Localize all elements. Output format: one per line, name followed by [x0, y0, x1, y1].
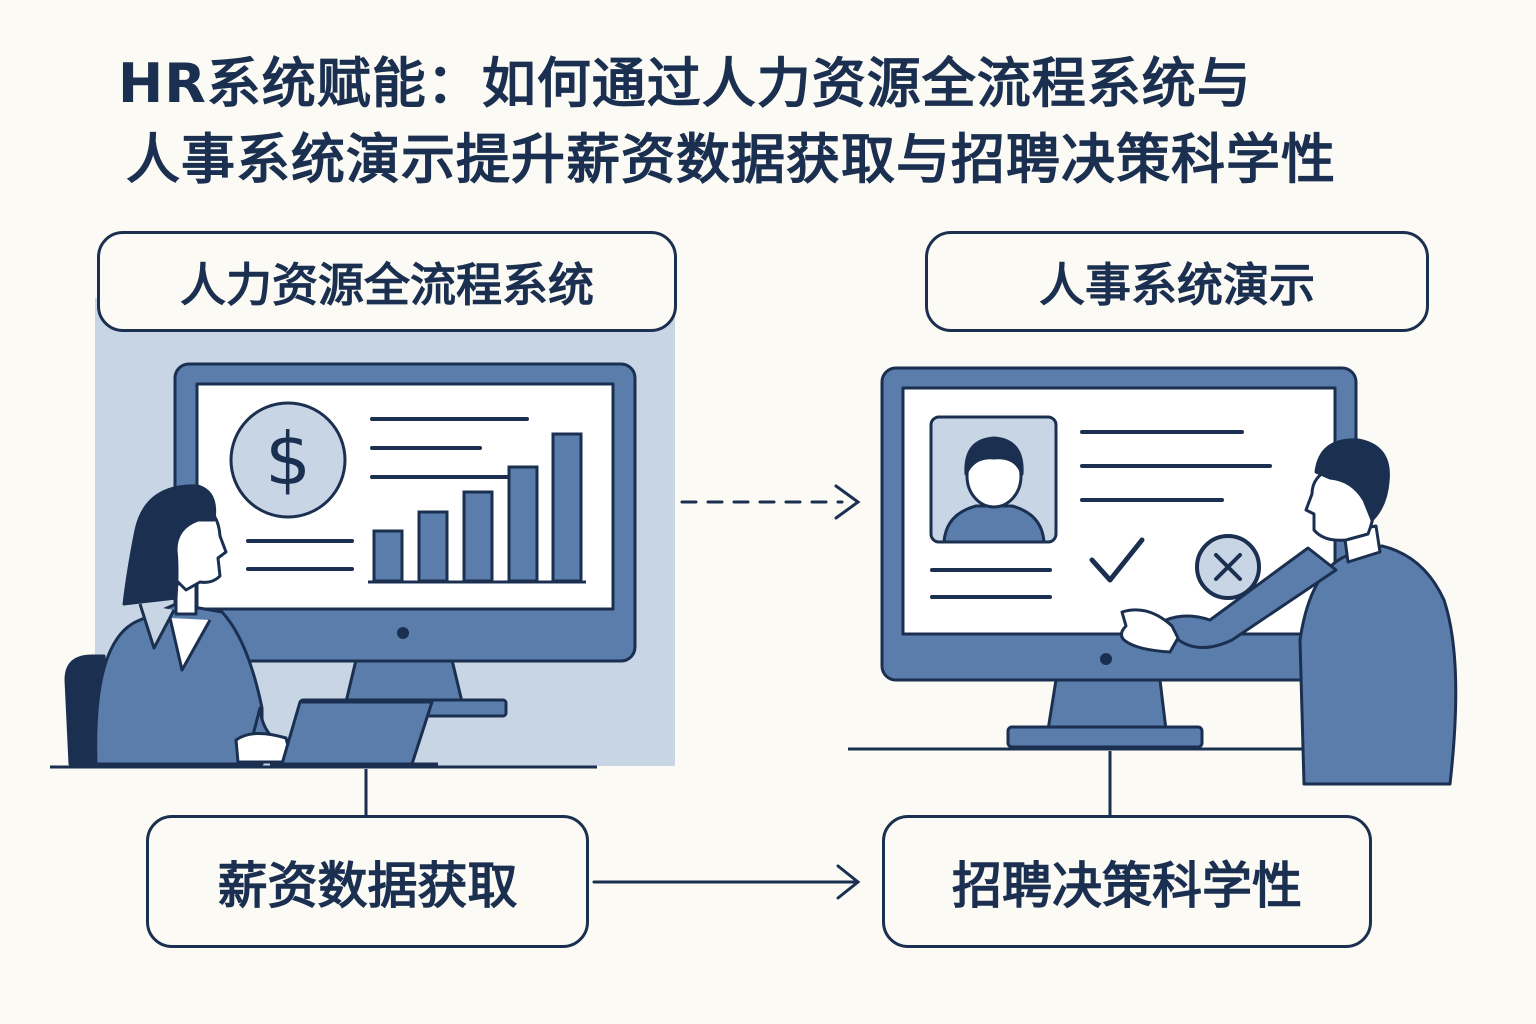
woman-user-figure — [64, 484, 438, 766]
recruitment-decision-outcome-box: 招聘决策科学性 — [882, 815, 1372, 948]
salary-data-outcome-box: 薪资数据获取 — [146, 815, 589, 948]
user-profile-icon — [929, 415, 1058, 544]
svg-text:$: $ — [265, 417, 311, 501]
left-screen-text-lines — [246, 417, 529, 571]
check-icon — [1089, 537, 1145, 583]
bottom-arrow — [592, 864, 861, 900]
left-system-label-text: 人力资源全流程系统 — [180, 257, 594, 312]
man-presenter-figure — [1119, 438, 1458, 786]
page-title-line-1: HR系统赋能：如何通过人力资源全流程系统与 — [118, 52, 1252, 115]
left-system-label: 人力资源全流程系统 — [97, 231, 677, 332]
right-system-label-text: 人事系统演示 — [1039, 257, 1315, 312]
bar-chart-icon — [368, 432, 586, 584]
x-circle-icon — [1195, 534, 1261, 600]
right-screen-text-lines — [930, 430, 1272, 599]
recruitment-decision-outcome-text: 招聘决策科学性 — [952, 856, 1302, 915]
dashed-arrow — [680, 484, 861, 520]
salary-data-outcome-text: 薪资数据获取 — [217, 856, 518, 915]
right-system-label: 人事系统演示 — [925, 231, 1429, 332]
page-title-line-2: 人事系统演示提升薪资数据获取与招聘决策科学性 — [126, 128, 1336, 191]
dollar-icon: $ — [229, 401, 347, 519]
